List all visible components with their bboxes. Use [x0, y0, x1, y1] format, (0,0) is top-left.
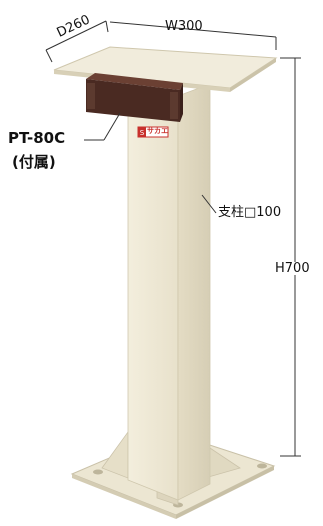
pen-tray — [86, 73, 183, 122]
column-leader-line — [201, 194, 217, 214]
brand-logo: S — [137, 126, 169, 138]
svg-text:S: S — [140, 129, 145, 137]
height-label: H700 — [275, 261, 310, 276]
depth-dimension-line — [45, 20, 107, 51]
base-bolt-hole — [257, 463, 267, 469]
column-spec-label: 支柱□100 — [218, 205, 282, 220]
base-bolt-hole — [93, 469, 103, 475]
width-label: W300 — [165, 19, 203, 34]
tray-leader-line — [103, 112, 121, 141]
width-dimension-line — [109, 21, 277, 38]
support-column — [127, 83, 211, 501]
part-number-label: PT-80C — [8, 129, 66, 147]
dimension-lines — [45, 20, 301, 457]
brand-logo-text: サカエ — [147, 127, 168, 135]
part-note-label: (付属) — [12, 153, 56, 171]
